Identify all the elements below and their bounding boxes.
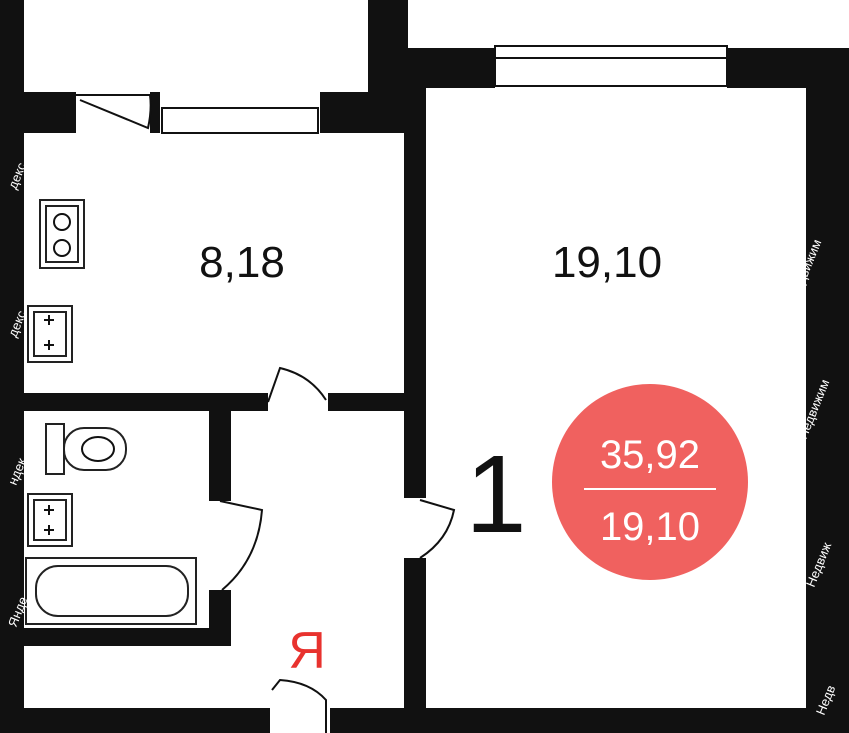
kitchen-stove — [39, 199, 85, 269]
room-count-label: 1 — [465, 433, 526, 556]
windows — [76, 45, 728, 135]
yandex-logo-letter: Я — [288, 622, 326, 680]
area-badge-circle — [552, 384, 748, 580]
bathtub — [25, 557, 197, 625]
toilet — [45, 423, 127, 475]
bathroom-sink — [27, 493, 73, 547]
total-area-label: 35,92 — [600, 433, 700, 477]
area-badge: 35,92 19,10 — [552, 384, 748, 580]
living-room-area-label: 19,10 — [552, 238, 662, 287]
kitchen-sink — [27, 305, 73, 363]
living-area-label: 19,10 — [600, 505, 700, 549]
kitchen-area-label: 8,18 — [199, 238, 285, 287]
doors — [79, 94, 456, 733]
